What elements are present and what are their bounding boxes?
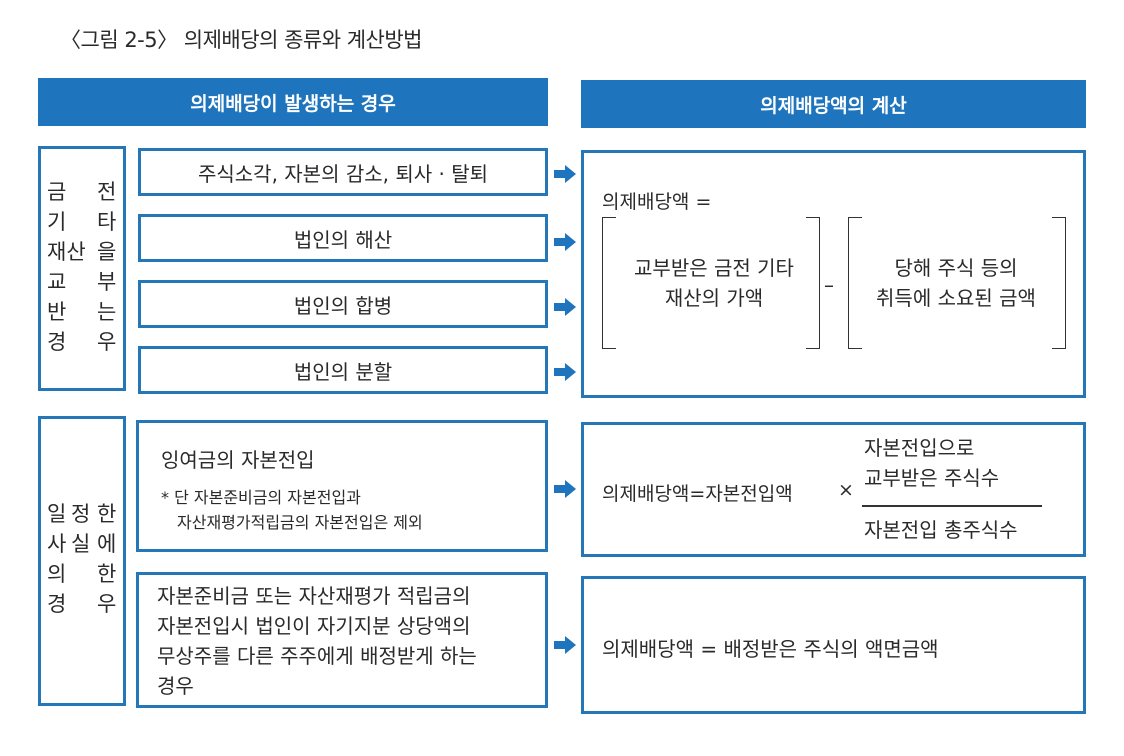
fraction-numerator: 자본전입으로 교부받은 주식수 xyxy=(864,436,1000,490)
case-division: 법인의 분할 xyxy=(138,346,548,394)
header-cases: 의제배당이 발생하는 경우 xyxy=(38,78,548,126)
calc3-formula: 의제배당액 = 배정받은 주식의 액면금액 xyxy=(602,637,939,661)
minus-sign: – xyxy=(824,273,834,297)
calc-prefix: 의제배당액 = xyxy=(602,191,712,213)
bracket-right xyxy=(1052,217,1066,349)
arrow-right-icon xyxy=(554,165,576,183)
case-bonus-text: 자본준비금 또는 자산재평가 적립금의 자본전입시 법인이 자기지분 상당액의 … xyxy=(157,584,477,698)
multiply-sign: × xyxy=(838,479,854,501)
calc-box-3: 의제배당액 = 배정받은 주식의 액면금액 xyxy=(581,576,1086,714)
arrow-right-icon xyxy=(554,636,576,654)
header-calculation: 의제배당액의 계산 xyxy=(581,80,1086,128)
arrow-right-icon xyxy=(554,363,576,381)
fraction-line xyxy=(862,505,1042,507)
bracket-left xyxy=(848,217,862,349)
case-merger: 법인의 합병 xyxy=(138,280,548,328)
calc2-lhs: 의제배당액=자본전입액 xyxy=(602,483,793,505)
case-surplus-title: 잉여금의 자본전입 xyxy=(161,448,315,472)
calc-term-acquisition-cost: 당해 주식 등의 취득에 소요된 금액 xyxy=(876,256,1036,310)
group2-label-col2: 정 실 xyxy=(71,502,91,556)
calc-box-1: 의제배당액 = 교부받은 금전 기타 재산의 가액 – 당해 주식 등의 취득에… xyxy=(581,150,1086,398)
figure-title: 〈그림 2-5〉 의제배당의 종류와 계산방법 xyxy=(60,28,422,52)
bracket-left xyxy=(602,217,616,349)
group2-label-box: 일 사 의 경 정 실 한 에 한 우 xyxy=(38,416,126,706)
group2-label-col1: 일 사 의 경 xyxy=(47,502,67,616)
case-share-cancellation: 주식소각, 자본의 감소, 퇴사 · 탈퇴 xyxy=(138,148,548,196)
case-bonus-shares: 자본준비금 또는 자산재평가 적립금의 자본전입시 법인이 자기지분 상당액의 … xyxy=(136,572,548,708)
case-dissolution: 법인의 해산 xyxy=(138,214,548,262)
arrow-right-icon xyxy=(554,298,576,316)
case-surplus-capitalization: 잉여금의 자본전입 * 단 자본준비금의 자본전입과 자산재평가적립금의 자본전… xyxy=(136,420,548,552)
group1-label-col2: 전 타 을 부 는 우 xyxy=(97,180,117,354)
arrow-right-icon xyxy=(554,480,576,498)
group2-label-col3: 한 에 한 우 xyxy=(97,502,117,616)
bracket-right xyxy=(806,217,820,349)
group1-label-col1: 금 기 재산 교 반 경 xyxy=(47,180,86,354)
case-surplus-note: * 단 자본준비금의 자본전입과 자산재평가적립금의 자본전입은 제외 xyxy=(161,488,423,532)
calc-box-2: 의제배당액=자본전입액 × 자본전입으로 교부받은 주식수 자본전입 총주식수 xyxy=(581,422,1086,557)
fraction-denominator: 자본전입 총주식수 xyxy=(864,518,1018,542)
calc-term-received: 교부받은 금전 기타 재산의 가액 xyxy=(634,256,794,310)
group1-label-box: 금 기 재산 교 반 경 전 타 을 부 는 우 xyxy=(38,146,126,391)
arrow-right-icon xyxy=(554,233,576,251)
